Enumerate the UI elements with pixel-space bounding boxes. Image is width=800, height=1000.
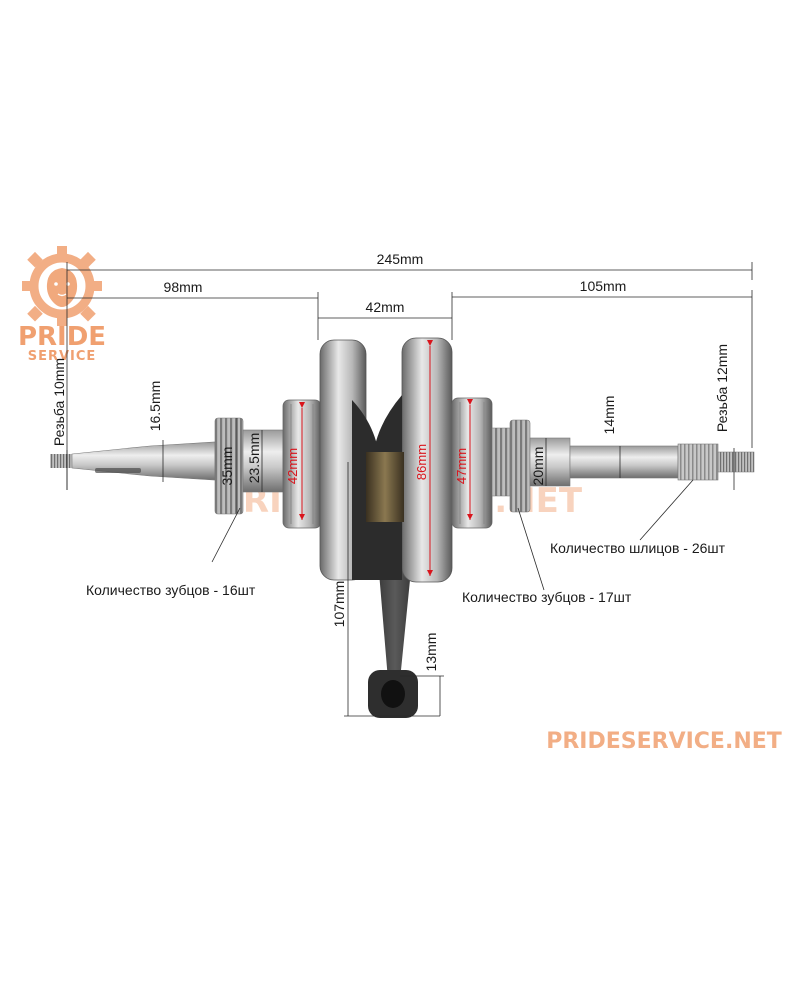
dimension-lines	[66, 262, 753, 717]
right-splines	[677, 443, 719, 481]
dim-left-journal-dia: 23.5mm	[246, 433, 262, 484]
dim-right-length: 105mm	[580, 278, 627, 294]
right-roller-cage	[491, 427, 511, 497]
right-thread	[717, 451, 755, 473]
right-gear	[509, 419, 531, 513]
dim-left-taper-dia: 16.5mm	[147, 381, 163, 432]
crankshaft	[50, 337, 755, 718]
lion-icon	[46, 268, 78, 307]
brand-logo: PRIDE SERVICE	[18, 246, 106, 364]
red-dimension-lines	[299, 340, 473, 576]
note-right-gear-teeth: Количество зубцов - 17шт	[462, 589, 632, 605]
dim-middle-width: 42mm	[366, 299, 405, 315]
dim-left-thread: Резьба 10mm	[51, 358, 67, 446]
gear-icon	[22, 246, 102, 326]
note-splines: Количество шлицов - 26шт	[550, 540, 726, 556]
left-journal	[242, 429, 284, 493]
dim-right-journal-dia: 20mm	[530, 447, 546, 486]
logo-line2: SERVICE	[28, 349, 97, 364]
dim-left-length: 98mm	[164, 279, 203, 295]
note-left-gear-teeth: Количество зубцов - 16шт	[86, 582, 256, 598]
dim-right-shaft-dia: 14mm	[601, 396, 617, 435]
crank-pin	[366, 452, 404, 522]
dim-right-bearing-dia: 47mm	[454, 448, 469, 484]
right-shaft	[569, 445, 679, 479]
dim-rod-end-height: 13mm	[423, 633, 439, 672]
dim-flywheel-dia: 86mm	[414, 444, 429, 480]
dim-rod-length: 107mm	[331, 581, 347, 628]
dim-left-gear-dia: 35mm	[219, 447, 235, 486]
watermark-bottom: PRIDESERVICE.NET	[546, 729, 782, 754]
left-thread	[50, 454, 72, 468]
left-taper-shaft	[71, 441, 216, 481]
dim-total-length: 245mm	[377, 251, 424, 267]
logo-line1: PRIDE	[18, 322, 106, 352]
dim-right-thread: Резьба 12mm	[714, 344, 730, 432]
dim-left-bearing-dia: 42mm	[285, 448, 300, 484]
